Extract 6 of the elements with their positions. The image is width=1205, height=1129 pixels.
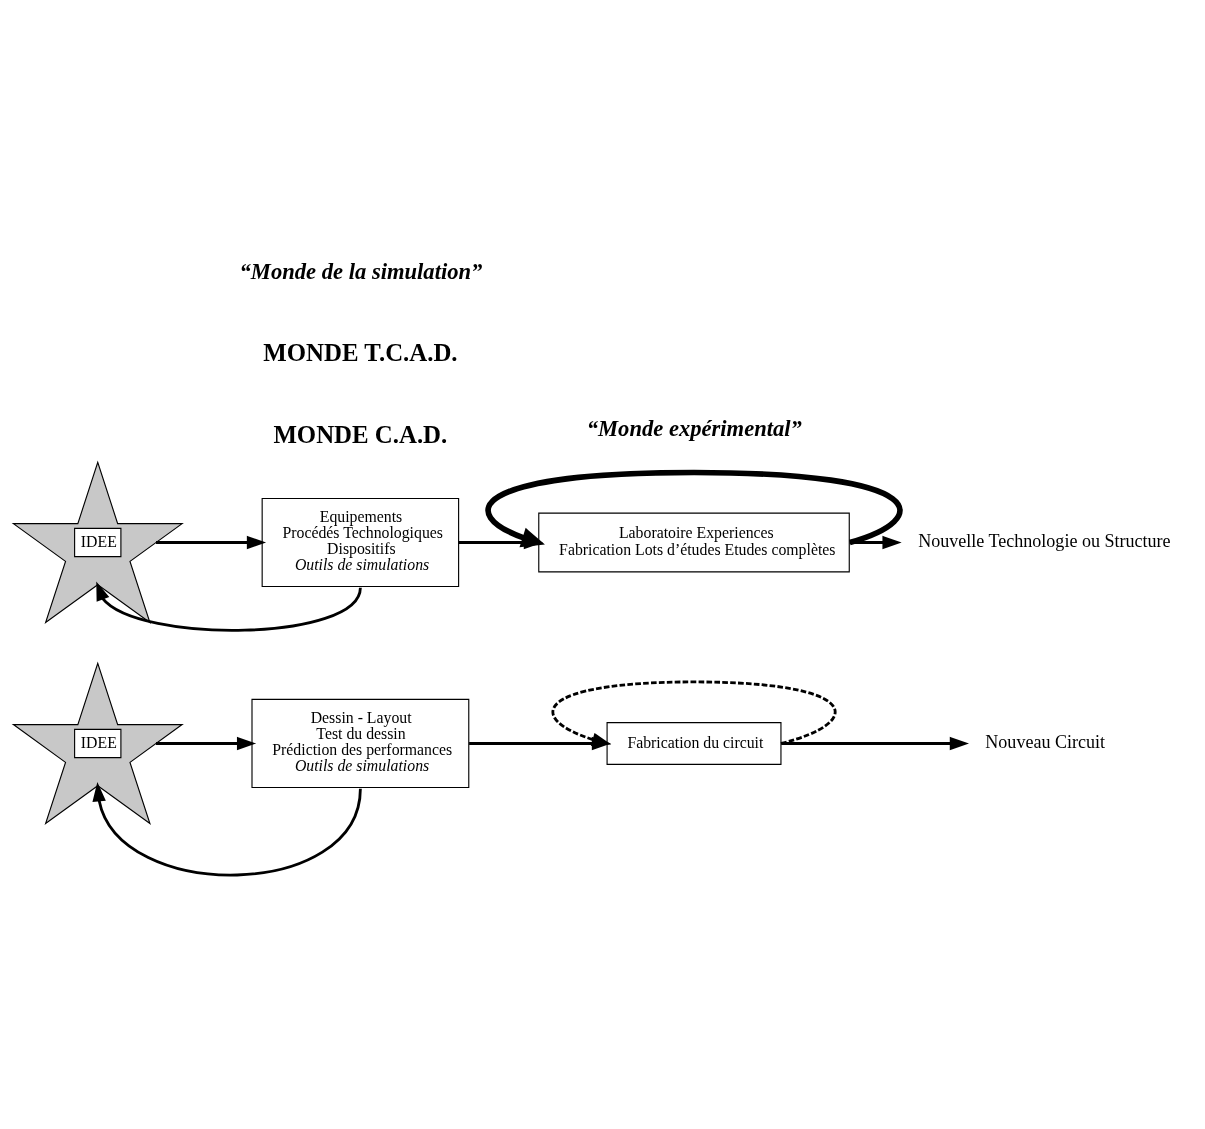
node-text: Nouvelle Technologie ou Structure (917, 530, 1171, 551)
label: MONDE T.C.A.D. (262, 338, 458, 366)
node-text: Nouveau Circuit (984, 731, 1105, 752)
label: “Monde expérimental” (586, 415, 802, 441)
label: “Monde de la simulation” (239, 258, 482, 284)
label: MONDE C.A.D. (272, 420, 447, 448)
